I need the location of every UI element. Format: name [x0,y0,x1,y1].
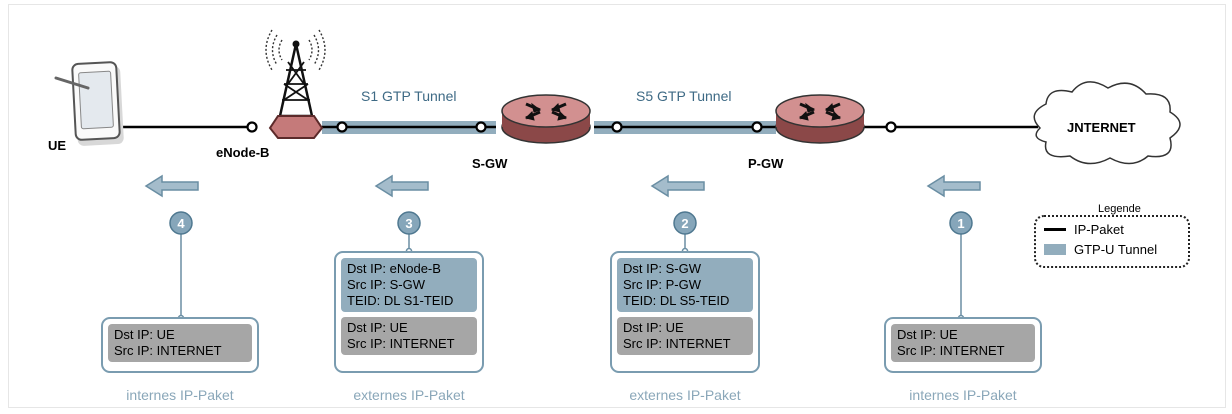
packet-1-caption: internes IP-Paket [909,387,1017,403]
packet-3: Dst IP: eNode-B Src IP: S-GW TEID: DL S1… [334,251,484,373]
dst-ip: Dst IP: UE [623,320,684,335]
dst-ip: Dst IP: S-GW [623,261,701,276]
step-2-label: 2 [681,216,688,231]
packet-2-caption: externes IP-Paket [629,387,741,403]
dst-ip: Dst IP: eNode-B [347,261,441,276]
sgw-router-icon [501,94,591,144]
dst-ip: Dst IP: UE [114,327,175,342]
packet-4-caption: internes IP-Paket [126,387,234,403]
enodeb-label: eNode-B [216,145,270,160]
ip-header: Dst IP: UE Src IP: INTERNET [108,324,252,362]
connector-dots [177,247,965,322]
packet-2: Dst IP: S-GW Src IP: P-GW TEID: DL S5-TE… [610,251,760,373]
step-4-label: 4 [177,216,185,231]
legend-title: Legende [1096,203,1143,215]
gtp-tunnel-swatch-icon [1044,244,1066,255]
step-connectors [180,234,962,318]
legend-gtp-tunnel-label: GTP-U Tunnel [1074,242,1158,257]
internet-cloud-icon [1033,81,1181,165]
connection-points [246,121,897,133]
gtp-header: Dst IP: eNode-B Src IP: S-GW TEID: DL S1… [341,258,477,312]
packet-1: Dst IP: UE Src IP: INTERNET [884,317,1042,373]
legend-item-ip-packet: IP-Paket [1044,222,1124,237]
ip-header: Dst IP: UE Src IP: INTERNET [617,317,753,355]
step-circles [169,211,973,235]
diagram-frame [8,4,1226,408]
enodeb-tower-icon [265,29,326,139]
ue-tablet-icon [54,61,124,146]
internet-label: JNTERNET [1067,120,1136,135]
src-ip: Src IP: P-GW [623,277,701,292]
step-3-label: 3 [405,216,412,231]
pgw-router-icon [775,94,865,144]
teid: TEID: DL S1-TEID [347,293,454,308]
gtp-header: Dst IP: S-GW Src IP: P-GW TEID: DL S5-TE… [617,258,753,312]
src-ip: Src IP: INTERNET [347,336,455,351]
step-1-circle [949,211,973,235]
pgw-label: P-GW [748,156,784,171]
legend-ip-packet-label: IP-Paket [1074,222,1124,237]
step-3-circle [397,211,421,235]
teid: TEID: DL S5-TEID [623,293,730,308]
packet-3-caption: externes IP-Paket [353,387,465,403]
direction-arrows [144,174,981,198]
src-ip: Src IP: S-GW [347,277,425,292]
src-ip: Src IP: INTERNET [114,343,222,358]
legend-item-gtp-tunnel: GTP-U Tunnel [1044,242,1157,257]
ip-header: Dst IP: UE Src IP: INTERNET [341,317,477,355]
legend-box [1034,215,1190,268]
dst-ip: Dst IP: UE [347,320,408,335]
src-ip: Src IP: INTERNET [623,336,731,351]
s1-tunnel-label: S1 GTP Tunnel [361,88,457,104]
step-1-label: 1 [957,216,964,231]
packet-4: Dst IP: UE Src IP: INTERNET [101,317,259,373]
step-2-circle [673,211,697,235]
ip-header: Dst IP: UE Src IP: INTERNET [891,324,1035,362]
step-4-circle [169,211,193,235]
s5-tunnel-label: S5 GTP Tunnel [636,88,732,104]
dst-ip: Dst IP: UE [897,327,958,342]
src-ip: Src IP: INTERNET [897,343,1005,358]
sgw-label: S-GW [472,156,508,171]
ue-label: UE [48,138,67,153]
ip-packet-line-icon [1044,228,1066,231]
